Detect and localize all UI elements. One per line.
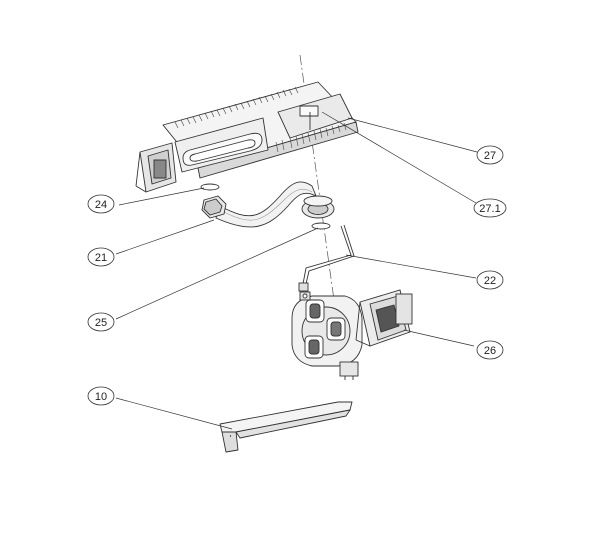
leader-lines (115, 111, 478, 430)
svg-text:10: 10 (95, 391, 107, 403)
gasket-25-part (311, 222, 331, 230)
gasket-24-part (200, 183, 220, 191)
svg-text:27: 27 (484, 150, 496, 162)
svg-text:22: 22 (484, 275, 496, 287)
burner-housing-part (135, 81, 359, 193)
cover-plate-part (219, 401, 353, 453)
svg-text:26: 26 (484, 345, 496, 357)
gas-valve-part (291, 289, 413, 380)
svg-text:25: 25 (95, 317, 107, 329)
gas-pipe-part (201, 181, 335, 228)
svg-text:21: 21 (95, 252, 107, 264)
callout-27: 27 (476, 145, 504, 165)
callout-22: 22 (476, 270, 504, 290)
callout-26: 26 (476, 340, 504, 360)
svg-text:24: 24 (95, 199, 107, 211)
ignition-tube-part (298, 224, 355, 292)
callout-25: 25 (87, 312, 115, 332)
callout-21: 21 (87, 247, 115, 267)
callout-10: 10 (87, 386, 115, 406)
callout-27-1: 27.1 (473, 198, 507, 218)
svg-text:27.1: 27.1 (479, 203, 500, 215)
callout-24: 24 (87, 194, 115, 214)
